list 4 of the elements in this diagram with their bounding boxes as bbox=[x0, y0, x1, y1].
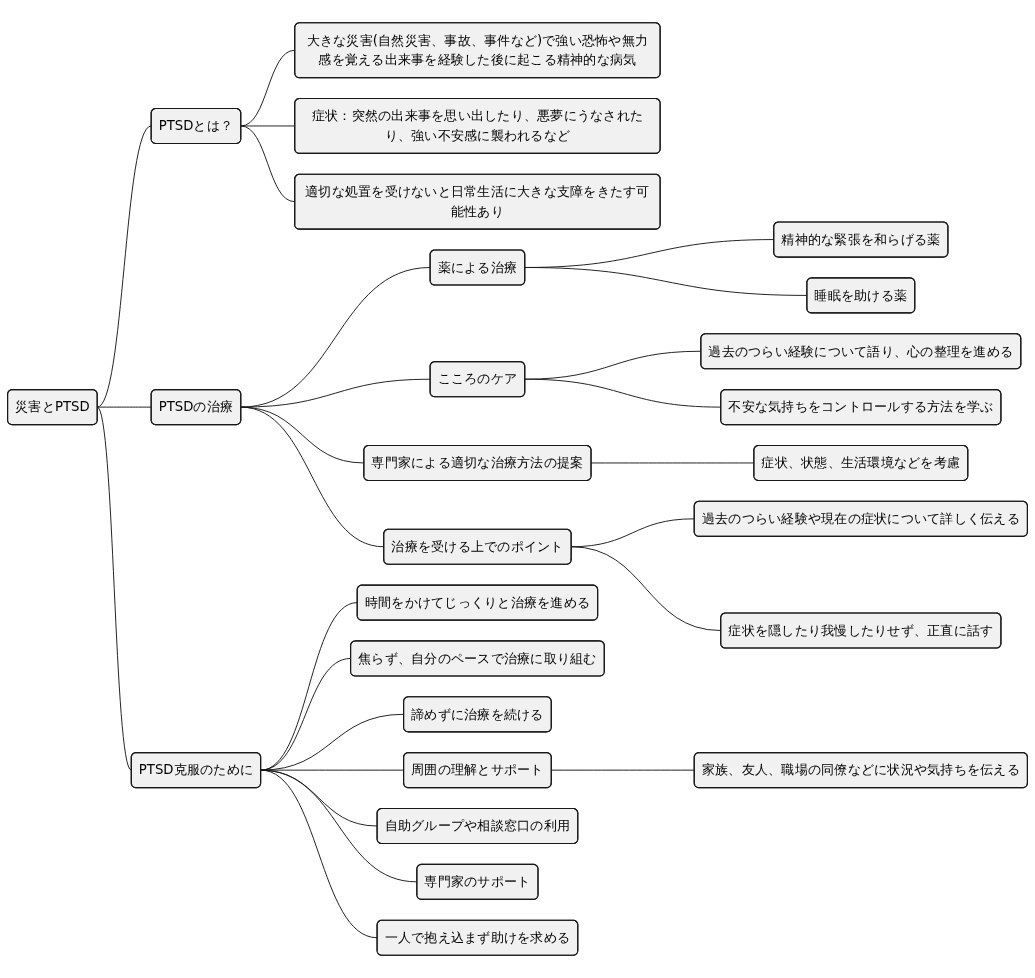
connector bbox=[240, 378, 431, 408]
connector bbox=[260, 769, 378, 939]
connector bbox=[260, 713, 405, 771]
connector bbox=[240, 267, 431, 408]
